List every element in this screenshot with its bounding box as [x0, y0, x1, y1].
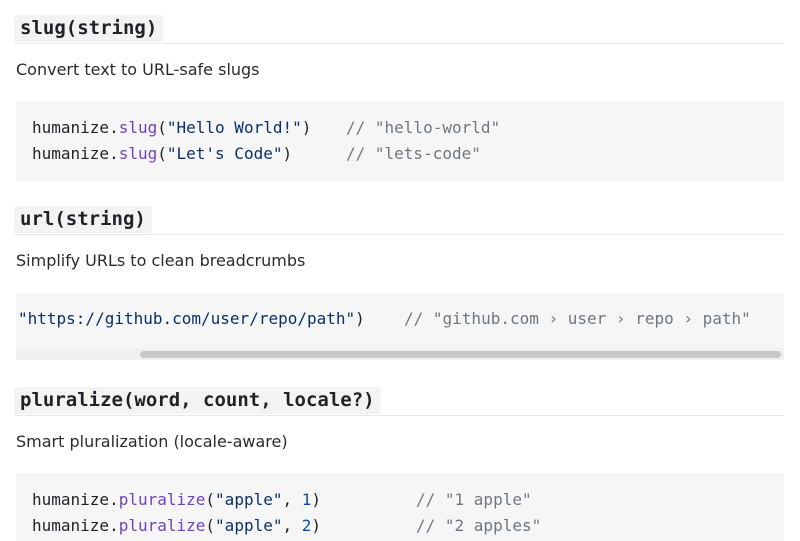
code-line: humanize.pluralize("apple", 2) [32, 516, 322, 535]
scrollbar-thumb[interactable] [140, 351, 781, 358]
code-comment: // "hello-world" [346, 118, 501, 137]
function-signature: pluralize(word, count, locale?) [14, 387, 381, 414]
function-description: Convert text to URL-safe slugs [16, 60, 260, 79]
function-signature: slug(string) [14, 15, 164, 42]
code-comment: // "lets-code" [346, 144, 481, 163]
code-line: humanize.slug("Let's Code") [32, 144, 293, 163]
function-description: Smart pluralization (locale-aware) [16, 432, 288, 451]
section-heading-row: pluralize(word, count, locale?) [14, 382, 784, 416]
code-comment: // "1 apple" [416, 490, 532, 509]
section-heading-row: slug(string) [14, 10, 784, 44]
function-signature: url(string) [14, 206, 152, 233]
code-block: humanize.pluralize("apple", 1) // "1 app… [16, 473, 784, 541]
code-block: humanize.slug("Hello World!") // "hello-… [16, 101, 784, 182]
code-line: "https://github.com/user/repo/path") [18, 309, 365, 328]
code-comment: // "github.com › user › repo › path" [404, 309, 751, 328]
function-description: Simplify URLs to clean breadcrumbs [16, 251, 306, 270]
section-pluralize: pluralize(word, count, locale?) [14, 382, 784, 416]
code-line: humanize.slug("Hello World!") [32, 118, 312, 137]
section-url: url(string) [14, 201, 784, 235]
section-heading-row: url(string) [14, 201, 784, 235]
section-slug: slug(string) [14, 10, 784, 44]
code-comment: // "2 apples" [416, 516, 542, 535]
horizontal-scrollbar[interactable] [16, 348, 784, 360]
code-block-scrollable[interactable]: "https://github.com/user/repo/path") // … [16, 293, 784, 348]
code-line: humanize.pluralize("apple", 1) [32, 490, 322, 509]
